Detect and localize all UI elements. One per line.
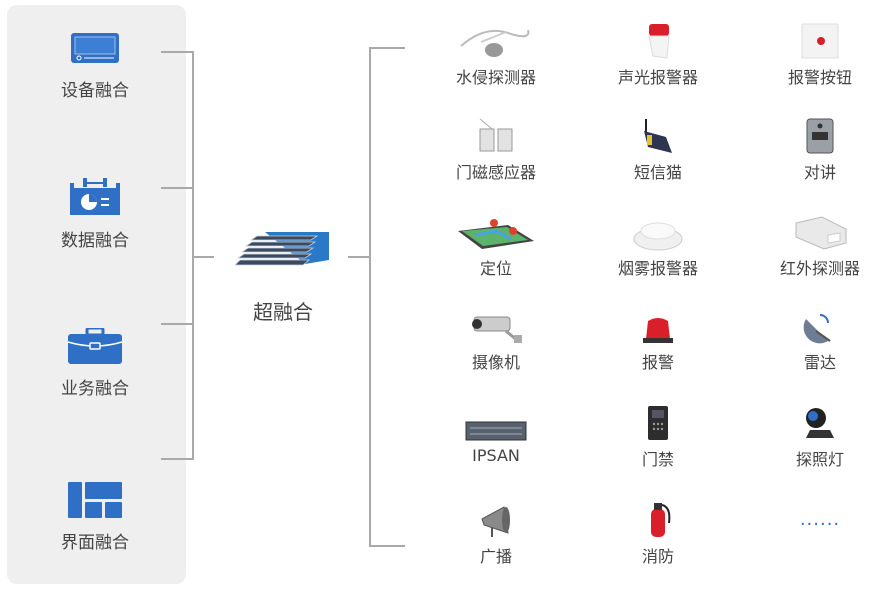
device-label: 短信猫 [633, 163, 682, 182]
device-label: 烟雾报警器 [617, 259, 698, 278]
door-magnet-icon [479, 118, 513, 152]
monitor-icon [71, 33, 119, 63]
smoke-detector-icon [633, 222, 683, 251]
fusion-label: 业务融合 [61, 379, 129, 399]
device-label: IPSAN [472, 446, 520, 465]
device-infrared-detector: 红外探测器 [745, 213, 890, 279]
device-label: 摄像机 [471, 353, 520, 372]
device-water-sensor: 水侵探测器 [421, 22, 571, 88]
device-label: 报警 [641, 353, 674, 372]
device-smoke-detector: 烟雾报警器 [583, 213, 733, 279]
device-alarm: 报警 [583, 307, 733, 373]
device-label: 红外探测器 [779, 259, 860, 278]
fusion-item-business: 业务融合 [35, 326, 155, 399]
loudspeaker-icon [481, 506, 510, 537]
device-access-control: 门禁 [583, 404, 733, 470]
fusion-label: 界面融合 [61, 533, 129, 553]
camera-icon [472, 316, 522, 343]
device-ipsan: IPSAN [421, 404, 571, 465]
device-strobe-siren: 声光报警器 [583, 22, 733, 88]
connector-line [369, 47, 371, 547]
device-label: 雷达 [803, 353, 836, 372]
fusion-label: 数据融合 [61, 231, 129, 251]
device-more: ...... [745, 501, 890, 539]
center-label: 超融合 [253, 300, 313, 324]
device-door-magnet: 门磁感应器 [421, 117, 571, 183]
device-label: 水侵探测器 [455, 68, 536, 87]
device-broadcast: 广播 [421, 501, 571, 567]
device-label: 广播 [479, 547, 512, 566]
fusion-item-interface: 界面融合 [35, 482, 155, 553]
strobe-siren-icon [648, 24, 670, 59]
briefcase-icon [67, 326, 123, 364]
device-label: 探照灯 [795, 450, 844, 469]
more-icon: ...... [799, 509, 841, 530]
storage-server-icon [465, 421, 527, 441]
fusion-item-data: 数据融合 [35, 178, 155, 251]
connector-line [369, 545, 405, 547]
connector-line [192, 256, 214, 258]
radar-icon [803, 314, 831, 344]
device-label: 门磁感应器 [455, 163, 536, 182]
device-positioning: 定位 [421, 213, 571, 279]
connector-line [161, 51, 194, 53]
device-label: 定位 [479, 259, 512, 278]
device-label: 消防 [641, 547, 674, 566]
map-pin-tablet-icon [458, 219, 534, 249]
infrared-detector-icon [795, 216, 847, 250]
server-rack-icon [234, 232, 329, 266]
alarm-button-icon [801, 23, 839, 59]
access-control-icon [648, 406, 668, 440]
searchlight-icon [806, 408, 834, 438]
device-intercom: 对讲 [745, 117, 890, 183]
sms-modem-icon [644, 119, 672, 153]
device-sms-modem: 短信猫 [583, 117, 733, 183]
water-sensor-icon [460, 29, 530, 57]
fusion-item-device: 设备融合 [35, 32, 155, 101]
hyper-converged-node: 超融合 [228, 230, 338, 325]
device-label: 对讲 [803, 163, 836, 182]
fire-extinguisher-icon [651, 503, 671, 537]
calendar-chart-icon [70, 178, 120, 215]
connector-line [348, 256, 371, 258]
layout-grid-icon [68, 482, 122, 518]
device-label: 声光报警器 [617, 68, 698, 87]
fusion-label: 设备融合 [61, 81, 129, 101]
connector-line [369, 47, 405, 49]
connector-line [161, 458, 194, 460]
device-fire-protection: 消防 [583, 501, 733, 567]
connector-line [161, 323, 194, 325]
device-label: 报警按钮 [787, 68, 852, 87]
connector-line [161, 187, 194, 189]
device-radar: 雷达 [745, 307, 890, 373]
device-searchlight: 探照灯 [745, 404, 890, 470]
intercom-icon [806, 118, 834, 154]
alarm-light-icon [643, 318, 673, 343]
connector-line [192, 51, 194, 460]
device-camera: 摄像机 [421, 307, 571, 373]
device-alarm-button: 报警按钮 [745, 22, 890, 88]
device-label: 门禁 [641, 450, 674, 469]
